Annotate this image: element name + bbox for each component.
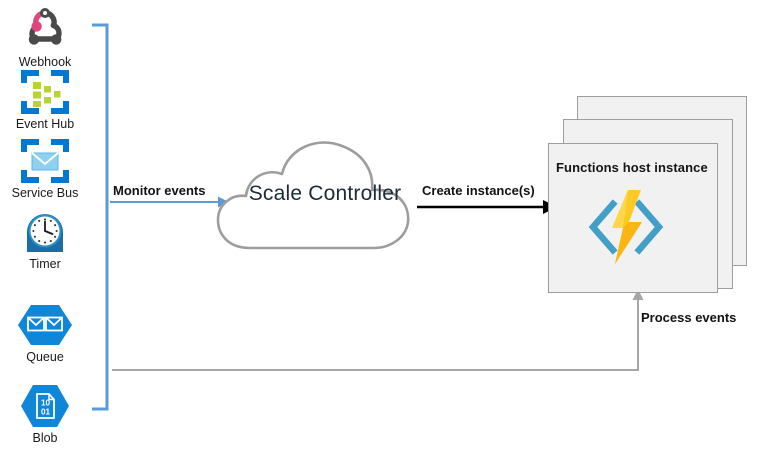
functions-host-instance-card-1[interactable] [548, 143, 718, 293]
trigger-label: Blob [32, 431, 58, 445]
webhook-icon [2, 6, 88, 54]
trigger-blob[interactable]: 10 01 Blob [2, 382, 88, 446]
svg-text:01: 01 [41, 407, 51, 416]
trigger-webhook[interactable]: Webhook [2, 6, 88, 70]
svg-text:10: 10 [41, 399, 51, 408]
trigger-event-hub[interactable]: Event Hub [2, 68, 88, 132]
process-events-line [112, 300, 639, 371]
process-events-label: Process events [641, 310, 737, 325]
trigger-label: Service Bus [11, 186, 79, 200]
process-events-arrowhead [632, 289, 644, 300]
timer-icon [2, 208, 88, 256]
event-hub-icon [2, 68, 88, 116]
functions-host-instance-title: Functions host instance [556, 160, 708, 175]
trigger-group-bracket [92, 23, 109, 411]
blob-icon: 10 01 [2, 382, 88, 430]
trigger-label: Timer [29, 257, 61, 271]
scale-controller-label: Scale Controller [248, 182, 402, 205]
trigger-label: Webhook [18, 55, 72, 69]
trigger-timer[interactable]: Timer [2, 208, 88, 272]
monitor-events-arrowhead [218, 196, 229, 208]
trigger-service-bus[interactable]: Service Bus [2, 137, 88, 201]
queue-icon [2, 301, 88, 349]
azure-functions-logo [588, 190, 664, 264]
service-bus-icon [2, 137, 88, 185]
trigger-queue[interactable]: Queue [2, 301, 88, 365]
monitor-events-label: Monitor events [113, 183, 206, 198]
trigger-label: Event Hub [15, 117, 75, 131]
trigger-label: Queue [26, 350, 64, 364]
scale-controller-cloud[interactable] [214, 112, 436, 260]
create-instance-label: Create instance(s) [422, 183, 535, 198]
